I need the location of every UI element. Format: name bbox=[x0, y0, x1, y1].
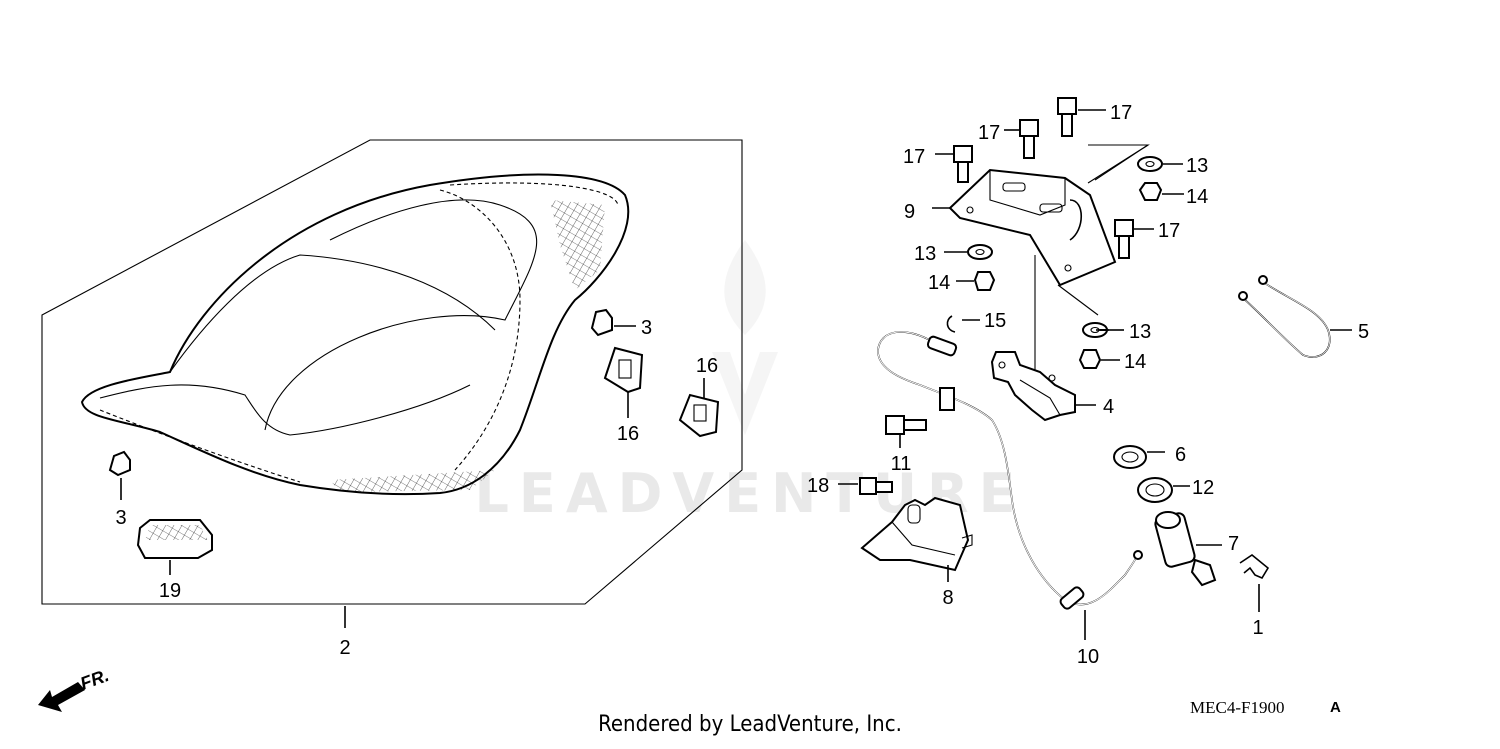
ring-6 bbox=[1113, 445, 1147, 469]
bolt-11 bbox=[885, 415, 927, 435]
footer-credit: Rendered by LeadVenture, Inc. bbox=[598, 712, 902, 737]
callout-15: 15 bbox=[984, 310, 1006, 332]
callout-10: 10 bbox=[1077, 646, 1099, 668]
nut-14-upper bbox=[1138, 182, 1163, 201]
holder-8 bbox=[860, 496, 973, 572]
nut-14-left bbox=[973, 271, 996, 291]
callout-14-lower: 14 bbox=[1124, 351, 1146, 373]
rubber-cushion-3-lower bbox=[108, 450, 131, 477]
callout-3-upper: 3 bbox=[641, 317, 652, 339]
seat-part-2 bbox=[80, 173, 630, 496]
callout-14-upper: 14 bbox=[1186, 186, 1208, 208]
callout-13-left: 13 bbox=[914, 243, 936, 265]
callout-1: 1 bbox=[1252, 617, 1263, 639]
clip-15 bbox=[946, 315, 956, 333]
callout-5: 5 bbox=[1358, 321, 1369, 343]
callout-2: 2 bbox=[339, 637, 350, 659]
seat-lock-4 bbox=[990, 351, 1076, 422]
bracket-9 bbox=[948, 168, 1117, 287]
rubber-cushion-3-upper bbox=[590, 308, 613, 337]
callout-4: 4 bbox=[1103, 396, 1114, 418]
bolt-17-middle bbox=[1019, 119, 1039, 159]
callout-3-lower: 3 bbox=[115, 507, 126, 529]
seat-group-boundary bbox=[41, 139, 743, 605]
bolt-17-top bbox=[1057, 97, 1077, 137]
clip-16-right bbox=[678, 393, 720, 438]
callout-6: 6 bbox=[1175, 444, 1186, 466]
front-marker-label: FR. bbox=[78, 665, 112, 694]
cable-5 bbox=[1238, 275, 1331, 358]
diagram-code-suffix: A bbox=[1330, 699, 1341, 716]
clip-16-left bbox=[603, 346, 644, 394]
bolt-17-right bbox=[1114, 219, 1134, 259]
washer-13-left bbox=[967, 244, 993, 260]
callout-16-right: 16 bbox=[696, 355, 718, 377]
clip-1 bbox=[1239, 554, 1270, 580]
callout-8: 8 bbox=[942, 587, 953, 609]
bolt-18 bbox=[859, 477, 893, 495]
key-cylinder-7 bbox=[1154, 511, 1217, 587]
callout-7: 7 bbox=[1228, 533, 1239, 555]
callout-19: 19 bbox=[159, 580, 181, 602]
nut-14-lower bbox=[1078, 349, 1102, 369]
callout-12: 12 bbox=[1192, 477, 1214, 499]
callout-17-left: 17 bbox=[903, 146, 925, 168]
callout-11: 11 bbox=[891, 453, 912, 475]
bolt-17-left bbox=[953, 145, 973, 183]
callout-16-left: 16 bbox=[617, 423, 639, 445]
callout-17-middle: 17 bbox=[978, 122, 1000, 144]
seal-12 bbox=[1137, 477, 1173, 503]
callout-13-lower: 13 bbox=[1129, 321, 1151, 343]
callout-9: 9 bbox=[904, 201, 915, 223]
front-direction-arrow bbox=[38, 682, 85, 712]
seat-lock-cable-10 bbox=[877, 331, 1143, 610]
callout-18: 18 bbox=[807, 475, 829, 497]
callout-17-top: 17 bbox=[1110, 102, 1132, 124]
diagram-code: MEC4-F1900 bbox=[1190, 698, 1284, 717]
callout-13-upper: 13 bbox=[1186, 155, 1208, 177]
washer-13-upper bbox=[1137, 156, 1163, 172]
callout-labels: 1 2 3 3 4 5 6 7 8 9 10 11 12 13 13 13 14… bbox=[115, 102, 1369, 668]
callout-17-right: 17 bbox=[1158, 220, 1180, 242]
callout-14-left: 14 bbox=[928, 272, 950, 294]
watermark-logo bbox=[712, 240, 778, 435]
